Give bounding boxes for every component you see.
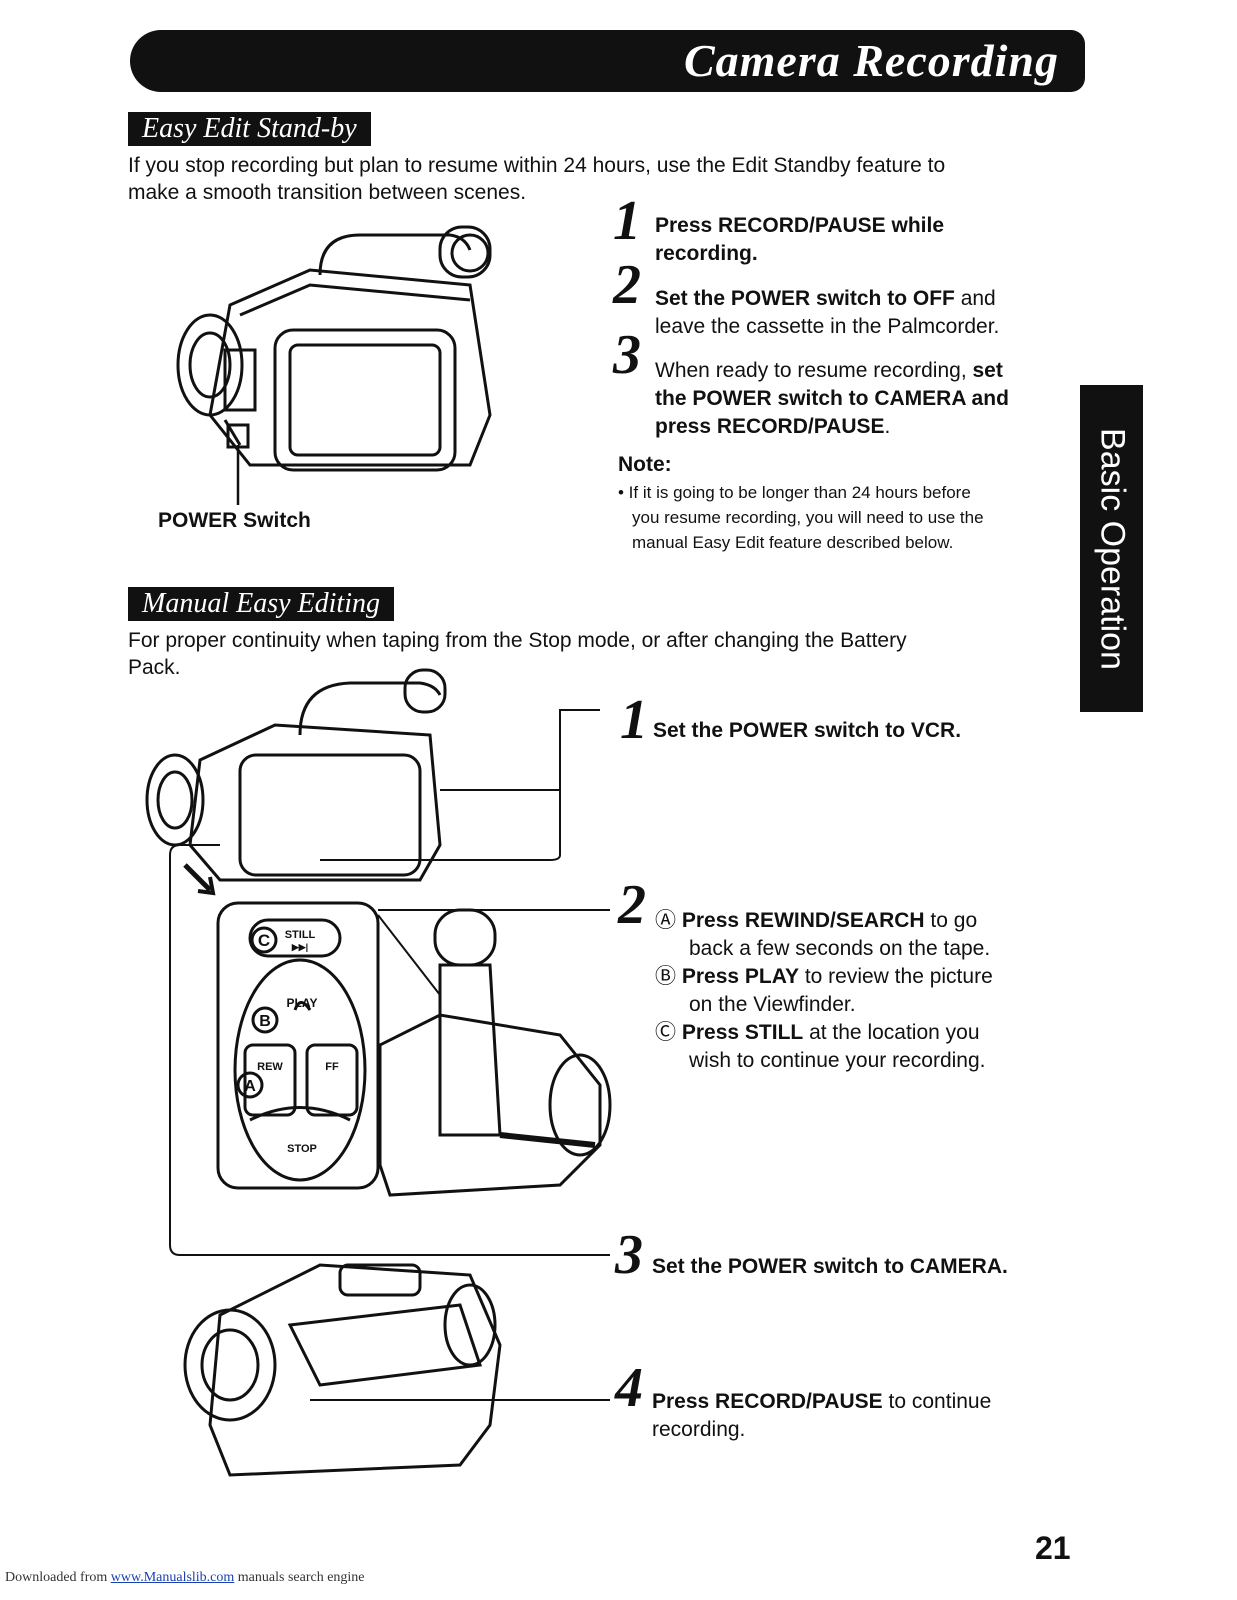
step-text-line: on the Viewfinder.	[689, 993, 856, 1016]
button-b-label: B	[259, 1013, 271, 1030]
step-number: 2	[618, 874, 646, 936]
intro-line: If you stop recording but plan to resume…	[128, 154, 946, 177]
camcorder-diagram: C STILL ▶▶| PLAY B REW A FF STOP	[145, 668, 612, 1477]
step-text-plain: and	[954, 287, 996, 310]
step-text-plain: to go	[924, 909, 978, 932]
marker-c: Ⓒ	[655, 1021, 676, 1044]
step-3-text: When ready to resume recording, set the …	[655, 357, 1009, 441]
intro-line: Pack.	[128, 656, 181, 679]
step-number: 3	[615, 1224, 643, 1286]
title-banner: Camera Recording	[130, 30, 1085, 92]
footer-link[interactable]: www.Manualslib.com	[110, 1570, 235, 1585]
step-text-plain: at the location you	[803, 1021, 980, 1044]
step-text-bold: Press REWIND/SEARCH	[681, 909, 925, 932]
ff-button-label: FF	[325, 1061, 339, 1073]
footer-suffix: manuals search engine	[234, 1570, 365, 1585]
step-text-bold: press RECORD/PAUSE	[655, 415, 885, 438]
power-switch-label: POWER Switch	[158, 509, 311, 532]
step-text-bold: Set the POWER switch to OFF	[655, 287, 955, 310]
button-a-label: A	[244, 1078, 256, 1095]
section1-intro: If you stop recording but plan to resume…	[128, 152, 1078, 206]
step-1-text: Press RECORD/PAUSE while recording.	[655, 212, 944, 268]
camcorder-illustration	[176, 225, 492, 505]
side-tab-label: Basic Operation	[1093, 427, 1131, 670]
step-text-plain: When ready to resume recording,	[655, 359, 973, 382]
step-number: 1	[613, 190, 641, 252]
section2-intro: For proper continuity when taping from t…	[128, 627, 1078, 681]
step-text-bold: set	[972, 359, 1003, 382]
note-line: you resume recording, you will need to u…	[632, 508, 984, 527]
page-number: 21	[1035, 1530, 1071, 1566]
step-text-line: back a few seconds on the tape.	[689, 937, 991, 960]
step-text-line: wish to continue your recording.	[689, 1049, 986, 1072]
step-text-line: Press RECORD/PAUSE while	[655, 214, 945, 237]
step-text-line: the POWER switch to CAMERA and	[655, 387, 1009, 410]
step-number: 2	[613, 254, 641, 316]
step-text-line: leave the cassette in the Palmcorder.	[655, 315, 1000, 338]
play-button-label: PLAY	[287, 996, 318, 1010]
step-2-text: Ⓐ Press REWIND/SEARCH to go back a few s…	[655, 907, 993, 1075]
button-c-label: C	[258, 931, 270, 950]
intro-line: For proper continuity when taping from t…	[128, 629, 907, 652]
step-number: 4	[615, 1357, 643, 1419]
page-title: Camera Recording	[683, 35, 1059, 86]
step-1-text: Set the POWER switch to VCR.	[653, 719, 962, 742]
step-text-line: recording.	[655, 242, 758, 265]
stop-button-label: STOP	[287, 1143, 317, 1155]
step-text-bold: Press RECORD/PAUSE	[652, 1390, 883, 1413]
step-text-plain: .	[884, 415, 891, 438]
still-button-symbol: ▶▶|	[291, 942, 308, 952]
step-3-text: Set the POWER switch to CAMERA.	[652, 1255, 1008, 1278]
note-line: • If it is going to be longer than 24 ho…	[618, 483, 971, 502]
still-button-label: STILL	[285, 929, 316, 941]
footer: Downloaded from www.Manualslib.com manua…	[5, 1570, 365, 1586]
step-2-text: Set the POWER switch to OFF and leave th…	[655, 285, 999, 341]
intro-line: make a smooth transition between scenes.	[128, 181, 527, 204]
note-body: • If it is going to be longer than 24 ho…	[618, 480, 984, 555]
note-title: Note:	[618, 453, 672, 476]
section-heading-easy-edit-standby: Easy Edit Stand-by	[128, 112, 371, 146]
marker-a: Ⓐ	[655, 909, 676, 932]
step-number: 1	[620, 689, 648, 751]
section-heading-manual-easy-editing: Manual Easy Editing	[128, 587, 394, 621]
step-text-bold: Press PLAY	[681, 965, 799, 988]
note-line: manual Easy Edit feature described below…	[632, 533, 954, 552]
marker-b: Ⓑ	[655, 965, 676, 988]
step-text-line: recording.	[652, 1418, 746, 1441]
step-4-text: Press RECORD/PAUSE to continue recording…	[652, 1388, 991, 1444]
rew-button-label: REW	[257, 1061, 283, 1073]
step-text-plain: to continue	[882, 1390, 992, 1413]
step-text-bold: Press STILL	[681, 1021, 804, 1044]
footer-prefix: Downloaded from	[5, 1570, 111, 1585]
step-number: 3	[613, 324, 641, 386]
step-text-plain: to review the picture	[798, 965, 993, 988]
side-tab: Basic Operation	[1080, 385, 1143, 712]
